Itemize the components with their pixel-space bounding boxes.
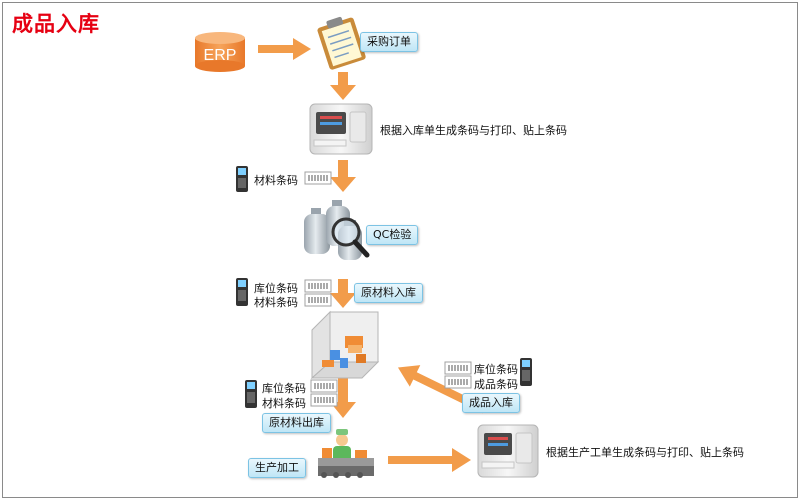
scan-label: 库位条码 — [474, 363, 518, 376]
label-printer-icon-2 — [477, 424, 539, 478]
print-step-2-text: 根据生产工单生成条码与打印、贴上条码 — [546, 446, 744, 459]
print-step-1-text: 根据入库单生成条码与打印、贴上条码 — [380, 124, 567, 137]
scan-label: 材料条码 — [262, 397, 306, 410]
purchase-order-tag: 采购订单 — [360, 32, 418, 52]
erp-label: ERP — [204, 47, 237, 64]
erp-database-icon: ERP — [195, 32, 245, 72]
arrow-printer-to-qc — [330, 160, 356, 192]
raw-material-out-tag: 原材料出库 — [262, 413, 331, 433]
arrow-order-to-printer — [330, 72, 356, 100]
warehouse-icon — [310, 310, 380, 380]
production-tag: 生产加工 — [248, 458, 306, 478]
arrow-warehouse-to-production — [330, 378, 356, 418]
magnifier-icon — [331, 217, 370, 258]
scan-label: 库位条码 — [254, 282, 298, 295]
scan-label: 库位条码 — [262, 382, 306, 395]
page-title: 成品入库 — [12, 12, 100, 36]
arrow-qc-to-warehouse — [330, 279, 356, 308]
handheld-scanner-icon — [236, 278, 248, 306]
finished-goods-in-tag: 成品入库 — [462, 393, 520, 413]
handheld-scanner-icon — [236, 166, 248, 192]
scan-label: 成品条码 — [474, 378, 518, 391]
label-printer-icon — [309, 103, 373, 155]
raw-material-in-tag: 原材料入库 — [354, 283, 423, 303]
handheld-scanner-icon — [520, 358, 532, 386]
qc-tag: QC检验 — [366, 225, 419, 245]
arrow-production-to-printer — [388, 448, 471, 472]
scan-label: 材料条码 — [254, 174, 298, 187]
production-line-icon — [318, 429, 374, 478]
arrow-erp-to-order — [258, 38, 311, 60]
handheld-scanner-icon — [245, 380, 257, 408]
scan-label: 材料条码 — [254, 296, 298, 309]
clipboard-icon — [317, 16, 366, 70]
